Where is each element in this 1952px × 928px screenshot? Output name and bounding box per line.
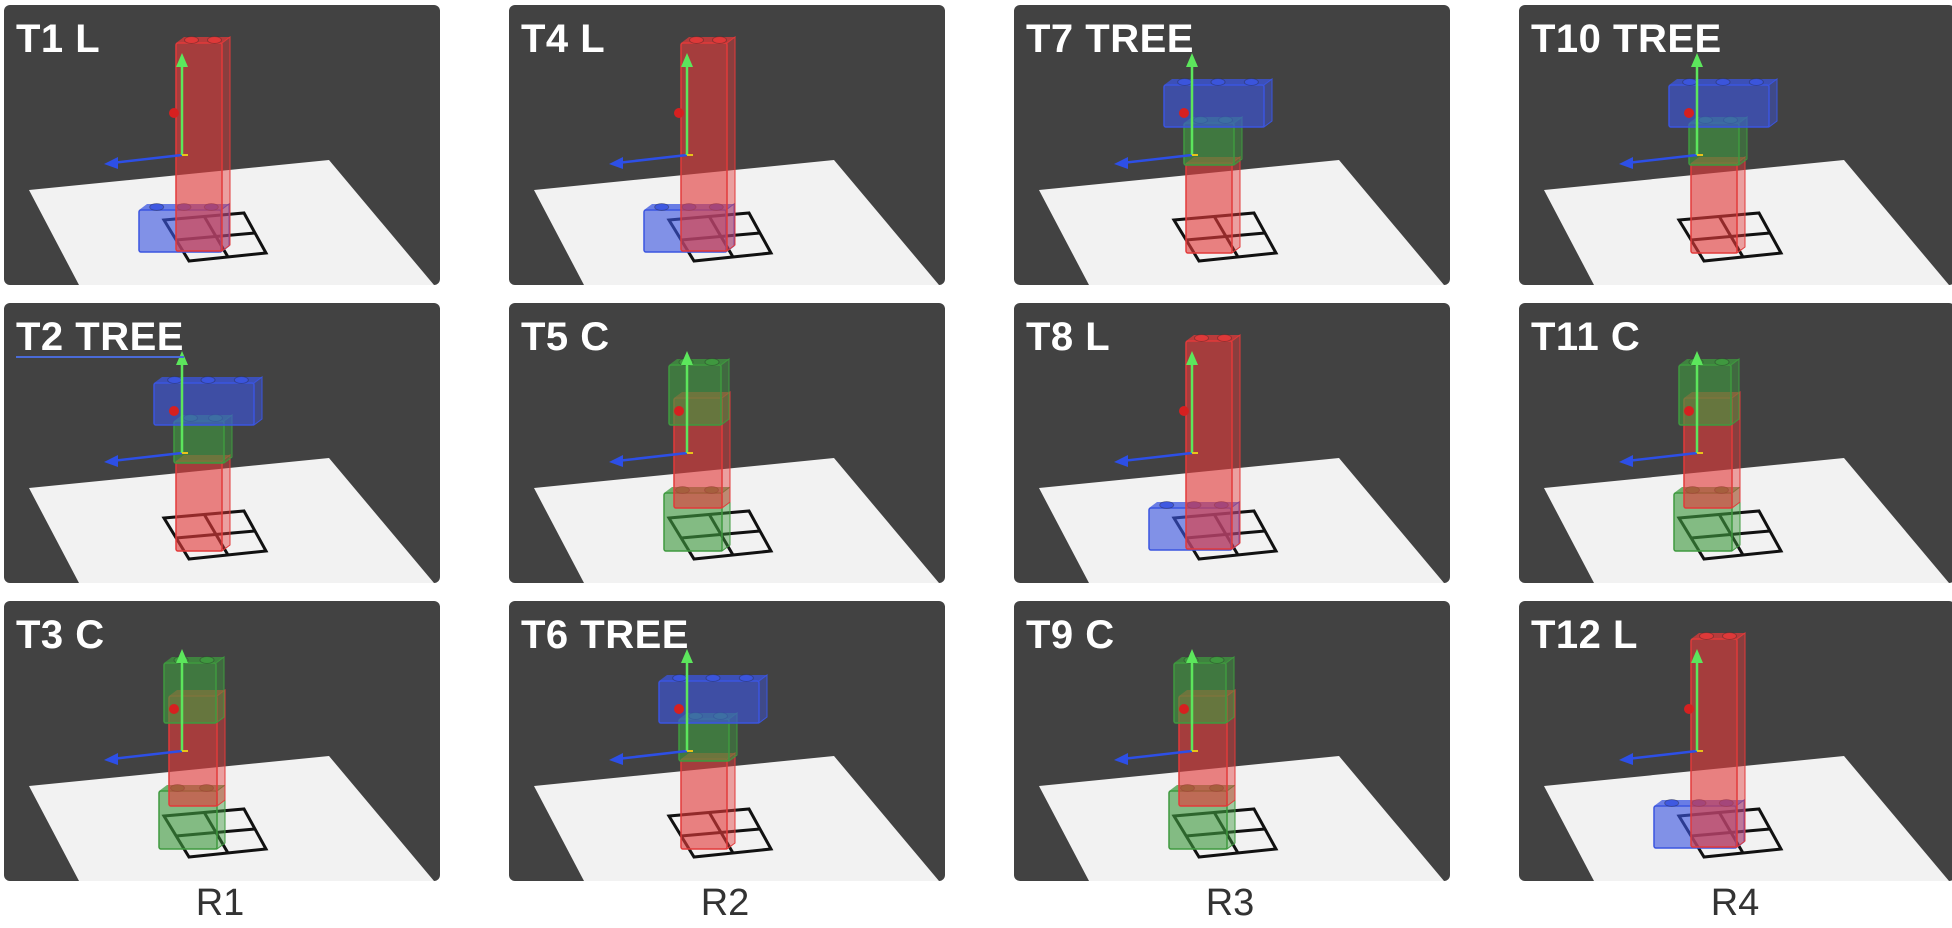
scene-render: [29, 351, 434, 583]
panel-label: T2 TREE: [16, 315, 184, 359]
coordinate-axes-icon: [104, 53, 188, 169]
red-block: [1690, 632, 1746, 848]
coordinate-axes-icon: [609, 53, 693, 169]
coordinate-axes-icon: [609, 649, 693, 765]
assembly: [138, 36, 231, 253]
red-block: [680, 36, 736, 252]
assembly: [1653, 632, 1746, 849]
panel-label: T4 L: [521, 17, 606, 61]
scene-render: [1544, 351, 1949, 583]
trial-panel: T10 TREE: [1519, 5, 1952, 285]
floor-plane: [1544, 458, 1949, 583]
blue-block: [658, 674, 768, 724]
floor-plane: [534, 160, 939, 285]
column-label-r2: R2: [700, 882, 750, 924]
red-block: [1690, 156, 1746, 254]
trial-panel: T12 L: [1519, 601, 1952, 881]
scene-render: [1544, 53, 1949, 285]
panel-label: T11 C: [1531, 315, 1641, 359]
scene-render: [1544, 632, 1949, 881]
red-block: [1185, 334, 1241, 550]
red-block: [1185, 156, 1241, 254]
assembly: [1168, 656, 1236, 850]
red-block: [175, 454, 231, 552]
scene-render: [1039, 649, 1444, 881]
panel-label: T9 C: [1026, 613, 1115, 657]
assembly: [643, 36, 736, 253]
coordinate-axes-icon: [1619, 649, 1703, 765]
panel-label: T10 TREE: [1531, 17, 1722, 61]
scene-render: [29, 36, 434, 285]
scene-render: [1039, 334, 1444, 583]
red-block: [680, 752, 736, 850]
red-block: [175, 36, 231, 252]
coordinate-axes-icon: [1619, 53, 1703, 169]
floor-plane: [1039, 756, 1444, 881]
coordinate-axes-icon: [1114, 351, 1198, 467]
trial-panel: T4 L: [509, 5, 945, 285]
assembly: [1148, 334, 1241, 551]
trial-panel: T11 C: [1519, 303, 1952, 583]
assembly: [1163, 78, 1273, 254]
trial-panel: T9 C: [1014, 601, 1450, 881]
column-label-r4: R4: [1710, 882, 1760, 924]
floor-plane: [1039, 458, 1444, 583]
column-label-r3: R3: [1205, 882, 1255, 924]
coordinate-axes-icon: [104, 351, 188, 467]
coordinate-axes-icon: [1619, 351, 1703, 467]
panel-label: T3 C: [16, 613, 105, 657]
column-label-r1: R1: [195, 882, 245, 924]
assembly: [658, 674, 768, 850]
trial-panel: T2 TREE: [4, 303, 440, 583]
trial-panel: T5 C: [509, 303, 945, 583]
panel-label: T12 L: [1531, 613, 1638, 657]
panel-label: T8 L: [1026, 315, 1111, 359]
floor-plane: [1039, 160, 1444, 285]
scene-render: [534, 649, 939, 881]
trial-panel: T1 L: [4, 5, 440, 285]
panel-label: T5 C: [521, 315, 610, 359]
trial-panel: T8 L: [1014, 303, 1450, 583]
scene-render: [534, 36, 939, 285]
scene-render: [534, 351, 939, 583]
floor-plane: [1544, 160, 1949, 285]
floor-plane: [29, 160, 434, 285]
floor-plane: [534, 756, 939, 881]
floor-plane: [29, 458, 434, 583]
blue-block: [153, 376, 263, 426]
panel-label: T7 TREE: [1026, 17, 1194, 61]
assembly: [153, 376, 263, 552]
floor-plane: [1544, 756, 1949, 881]
trial-panel: T3 C: [4, 601, 440, 881]
coordinate-axes-icon: [609, 351, 693, 467]
panel-label: T6 TREE: [521, 613, 689, 657]
floor-plane: [29, 756, 434, 881]
scene-render: [29, 649, 434, 881]
floor-plane: [534, 458, 939, 583]
trial-panel: T7 TREE: [1014, 5, 1450, 285]
coordinate-axes-icon: [1114, 53, 1198, 169]
scene-render: [1039, 53, 1444, 285]
panel-label: T1 L: [16, 17, 101, 61]
blue-block: [1668, 78, 1778, 128]
blue-block: [1163, 78, 1273, 128]
trial-panel: T6 TREE: [509, 601, 945, 881]
coordinate-axes-icon: [104, 649, 188, 765]
coordinate-axes-icon: [1114, 649, 1198, 765]
